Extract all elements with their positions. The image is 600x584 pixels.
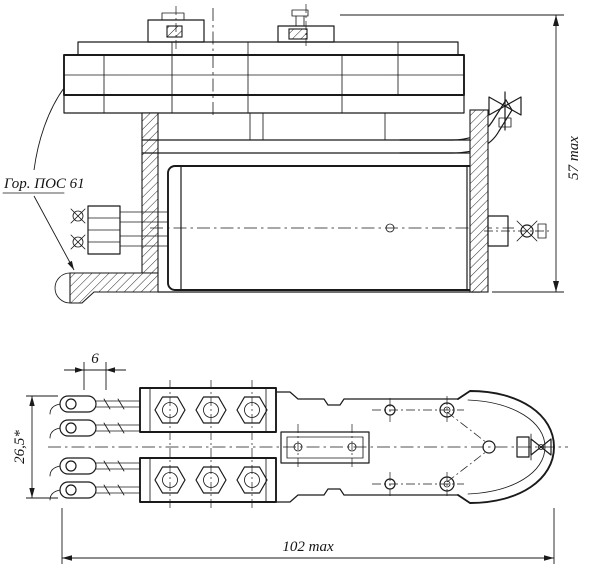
dimension-row-span: 26,5* <box>12 395 58 499</box>
dimension-length: 102 max <box>61 508 555 564</box>
plan-view: 6 26,5* 102 max <box>12 351 568 564</box>
terminal-lugs <box>49 395 141 501</box>
side-view: Гор. ПОС 61 57 max <box>2 4 582 304</box>
solder-note: Гор. ПОС 61 <box>2 87 85 271</box>
dimension-height: 57 max <box>340 14 582 293</box>
length-dim-label: 102 max <box>282 539 334 555</box>
wing-screw-right <box>516 433 552 461</box>
armature-right <box>469 91 550 293</box>
armature-pivot <box>372 396 496 496</box>
coil <box>150 165 514 291</box>
contact-stack-right <box>277 4 335 46</box>
mounting-bars <box>141 99 513 154</box>
yoke-bracket-left <box>54 112 481 304</box>
dimension-pitch: 6 <box>64 351 126 390</box>
pitch-dim-label: 6 <box>91 351 99 367</box>
contact-block-bottom <box>139 457 277 503</box>
solder-note-label: Гор. ПОС 61 <box>3 176 85 192</box>
terminal-block-left <box>70 205 169 255</box>
contact-bar <box>280 424 370 470</box>
body-outline <box>275 390 555 504</box>
core-plates <box>63 8 465 118</box>
contact-stack-left <box>147 6 205 50</box>
height-dim-label: 57 max <box>566 136 582 180</box>
contact-block-top <box>139 387 277 433</box>
row-span-dim-label: 26,5* <box>12 430 28 464</box>
hex-centerlines <box>169 380 253 510</box>
